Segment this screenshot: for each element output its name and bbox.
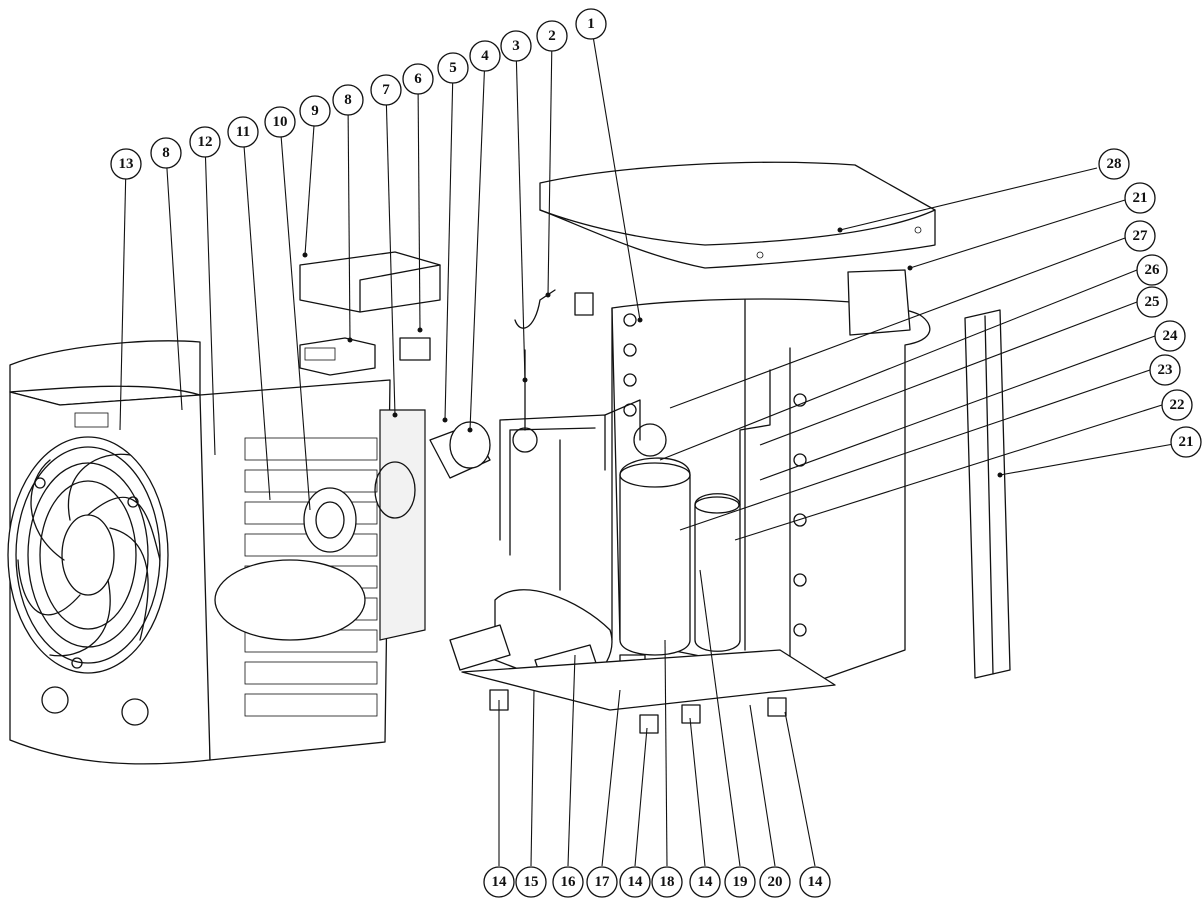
callout-17: 17 bbox=[586, 866, 618, 898]
svg-text:20: 20 bbox=[768, 874, 783, 890]
top-cover bbox=[539, 161, 936, 269]
callout-15: 15 bbox=[515, 866, 547, 898]
corner-post-top bbox=[847, 269, 911, 336]
evaporator-coil bbox=[611, 298, 931, 681]
svg-text:2: 2 bbox=[548, 28, 556, 44]
svg-text:17: 17 bbox=[595, 874, 611, 890]
svg-text:14: 14 bbox=[628, 874, 644, 890]
svg-text:13: 13 bbox=[119, 156, 134, 172]
callout-20: 20 bbox=[759, 866, 791, 898]
callout-16: 16 bbox=[552, 866, 584, 898]
callout-28: 28 bbox=[1098, 148, 1130, 180]
callout-8-upper: 8 bbox=[332, 84, 364, 116]
callout-1: 1 bbox=[575, 8, 607, 40]
svg-text:26: 26 bbox=[1145, 262, 1161, 278]
callout-9: 9 bbox=[299, 95, 331, 127]
svg-text:4: 4 bbox=[481, 48, 489, 64]
callout-5: 5 bbox=[437, 52, 469, 84]
svg-text:28: 28 bbox=[1107, 156, 1122, 172]
electrical-box-cover bbox=[299, 251, 441, 313]
svg-text:22: 22 bbox=[1170, 397, 1185, 413]
compressor bbox=[619, 457, 691, 656]
svg-text:5: 5 bbox=[449, 60, 457, 76]
motor-bracket bbox=[214, 409, 426, 641]
water-heat-exchanger bbox=[449, 589, 646, 691]
svg-text:15: 15 bbox=[524, 874, 539, 890]
svg-text:9: 9 bbox=[311, 103, 319, 119]
svg-text:8: 8 bbox=[162, 145, 170, 161]
callout-21-lower: 21 bbox=[1170, 426, 1202, 458]
callout-8-lower: 8 bbox=[150, 137, 182, 169]
svg-text:25: 25 bbox=[1145, 294, 1160, 310]
svg-text:10: 10 bbox=[273, 114, 288, 130]
svg-text:19: 19 bbox=[733, 874, 748, 890]
capacitor bbox=[429, 421, 491, 479]
callout-19: 19 bbox=[724, 866, 756, 898]
callout-3: 3 bbox=[500, 30, 532, 62]
leader-arrowheads bbox=[302, 227, 1003, 478]
callout-21-upper: 21 bbox=[1124, 182, 1156, 214]
svg-text:1: 1 bbox=[587, 16, 595, 32]
callout-22: 22 bbox=[1161, 389, 1193, 421]
svg-text:21: 21 bbox=[1133, 190, 1148, 206]
callout-27: 27 bbox=[1124, 220, 1156, 252]
svg-text:24: 24 bbox=[1163, 328, 1179, 344]
svg-text:14: 14 bbox=[698, 874, 714, 890]
svg-text:14: 14 bbox=[808, 874, 824, 890]
svg-text:21: 21 bbox=[1179, 434, 1194, 450]
callout-14-a: 14 bbox=[483, 866, 515, 898]
callout-6: 6 bbox=[402, 63, 434, 95]
svg-text:7: 7 bbox=[382, 82, 390, 98]
side-rail bbox=[964, 309, 1011, 679]
fan-guard bbox=[7, 436, 169, 674]
relay bbox=[399, 337, 431, 361]
callout-25: 25 bbox=[1136, 286, 1168, 318]
callout-24: 24 bbox=[1154, 320, 1186, 352]
callout-7: 7 bbox=[370, 74, 402, 106]
svg-text:3: 3 bbox=[512, 38, 520, 54]
pressure-gauge bbox=[633, 423, 667, 457]
svg-text:23: 23 bbox=[1158, 362, 1173, 378]
accumulator bbox=[694, 493, 741, 652]
leader-lines bbox=[119, 23, 1186, 867]
svg-text:18: 18 bbox=[660, 874, 675, 890]
callout-14-d: 14 bbox=[799, 866, 831, 898]
svg-text:27: 27 bbox=[1133, 228, 1149, 244]
svg-text:16: 16 bbox=[561, 874, 577, 890]
callout-10: 10 bbox=[264, 106, 296, 138]
callout-12: 12 bbox=[189, 126, 221, 158]
refrigerant-piping bbox=[499, 349, 771, 591]
svg-text:14: 14 bbox=[492, 874, 508, 890]
callout-11: 11 bbox=[227, 116, 259, 148]
callout-26: 26 bbox=[1136, 254, 1168, 286]
callout-14-c: 14 bbox=[689, 866, 721, 898]
callout-2: 2 bbox=[536, 20, 568, 52]
callout-23: 23 bbox=[1149, 354, 1181, 386]
svg-text:12: 12 bbox=[198, 134, 213, 150]
controller-display bbox=[299, 337, 376, 376]
callout-14-b: 14 bbox=[619, 866, 651, 898]
callout-13: 13 bbox=[110, 148, 142, 180]
base-tray bbox=[461, 649, 836, 734]
svg-text:8: 8 bbox=[344, 92, 352, 108]
small-sensor bbox=[514, 289, 594, 329]
svg-text:11: 11 bbox=[236, 124, 250, 140]
svg-text:6: 6 bbox=[414, 71, 422, 87]
callout-4: 4 bbox=[469, 40, 501, 72]
callout-18: 18 bbox=[651, 866, 683, 898]
